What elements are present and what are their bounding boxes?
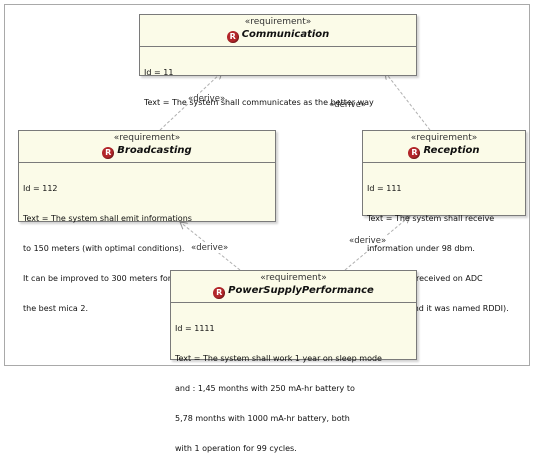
stereotype-label: «requirement» bbox=[244, 17, 312, 27]
requirement-text-line: It can be improved to 300 meters for bbox=[23, 274, 172, 283]
derive-label: «derive» bbox=[348, 236, 388, 246]
requirement-icon: R bbox=[408, 147, 421, 159]
requirement-icon: R bbox=[102, 147, 115, 159]
derive-label: «derive» bbox=[190, 243, 230, 253]
requirement-id: Id = 1111 bbox=[175, 324, 215, 333]
stereotype-label: «requirement» bbox=[113, 133, 181, 143]
requirement-text-line: 5,78 months with 1000 mA-hr battery, bot… bbox=[175, 414, 350, 423]
requirement-name: PowerSupplyPerformance bbox=[228, 285, 374, 296]
requirement-text-line: Text = The system shall receive bbox=[367, 214, 495, 223]
derive-label: «derive» bbox=[187, 94, 227, 104]
diagram-canvas: «derive» «derive» «derive» «derive» «req… bbox=[4, 4, 530, 453]
requirement-id: Id = 111 bbox=[367, 184, 402, 193]
requirement-icon: R bbox=[226, 31, 239, 43]
requirement-text-line: and : 1,45 months with 250 mA-hr battery… bbox=[175, 384, 355, 393]
requirement-text-line: Text = The system shall communicates as … bbox=[144, 98, 374, 107]
requirement-name: Reception bbox=[423, 145, 480, 156]
stereotype-label: «requirement» bbox=[410, 133, 478, 143]
requirement-text-line: with 1 operation for 99 cycles. bbox=[175, 444, 297, 453]
requirement-name: Communication bbox=[241, 29, 330, 40]
requirement-id: Id = 11 bbox=[144, 68, 174, 77]
requirement-text-line: the best mica 2. bbox=[23, 304, 89, 313]
requirement-text-line: information under 98 dbm. bbox=[367, 244, 475, 253]
requirement-icon: R bbox=[213, 287, 226, 299]
derive-label: «derive» bbox=[328, 100, 368, 110]
derive-link-power-broadcasting[interactable] bbox=[180, 222, 241, 271]
derive-link-reception-communication[interactable] bbox=[385, 72, 431, 131]
requirement-id: Id = 112 bbox=[23, 184, 58, 193]
stereotype-label: «requirement» bbox=[260, 273, 327, 283]
requirement-text-line: Text = The system shall emit information… bbox=[23, 214, 192, 223]
requirement-text-line: Text = The system shall work 1 year on s… bbox=[175, 354, 382, 363]
requirement-text-line: to 150 meters (with optimal conditions). bbox=[23, 244, 185, 253]
requirement-name: Broadcasting bbox=[117, 145, 192, 156]
